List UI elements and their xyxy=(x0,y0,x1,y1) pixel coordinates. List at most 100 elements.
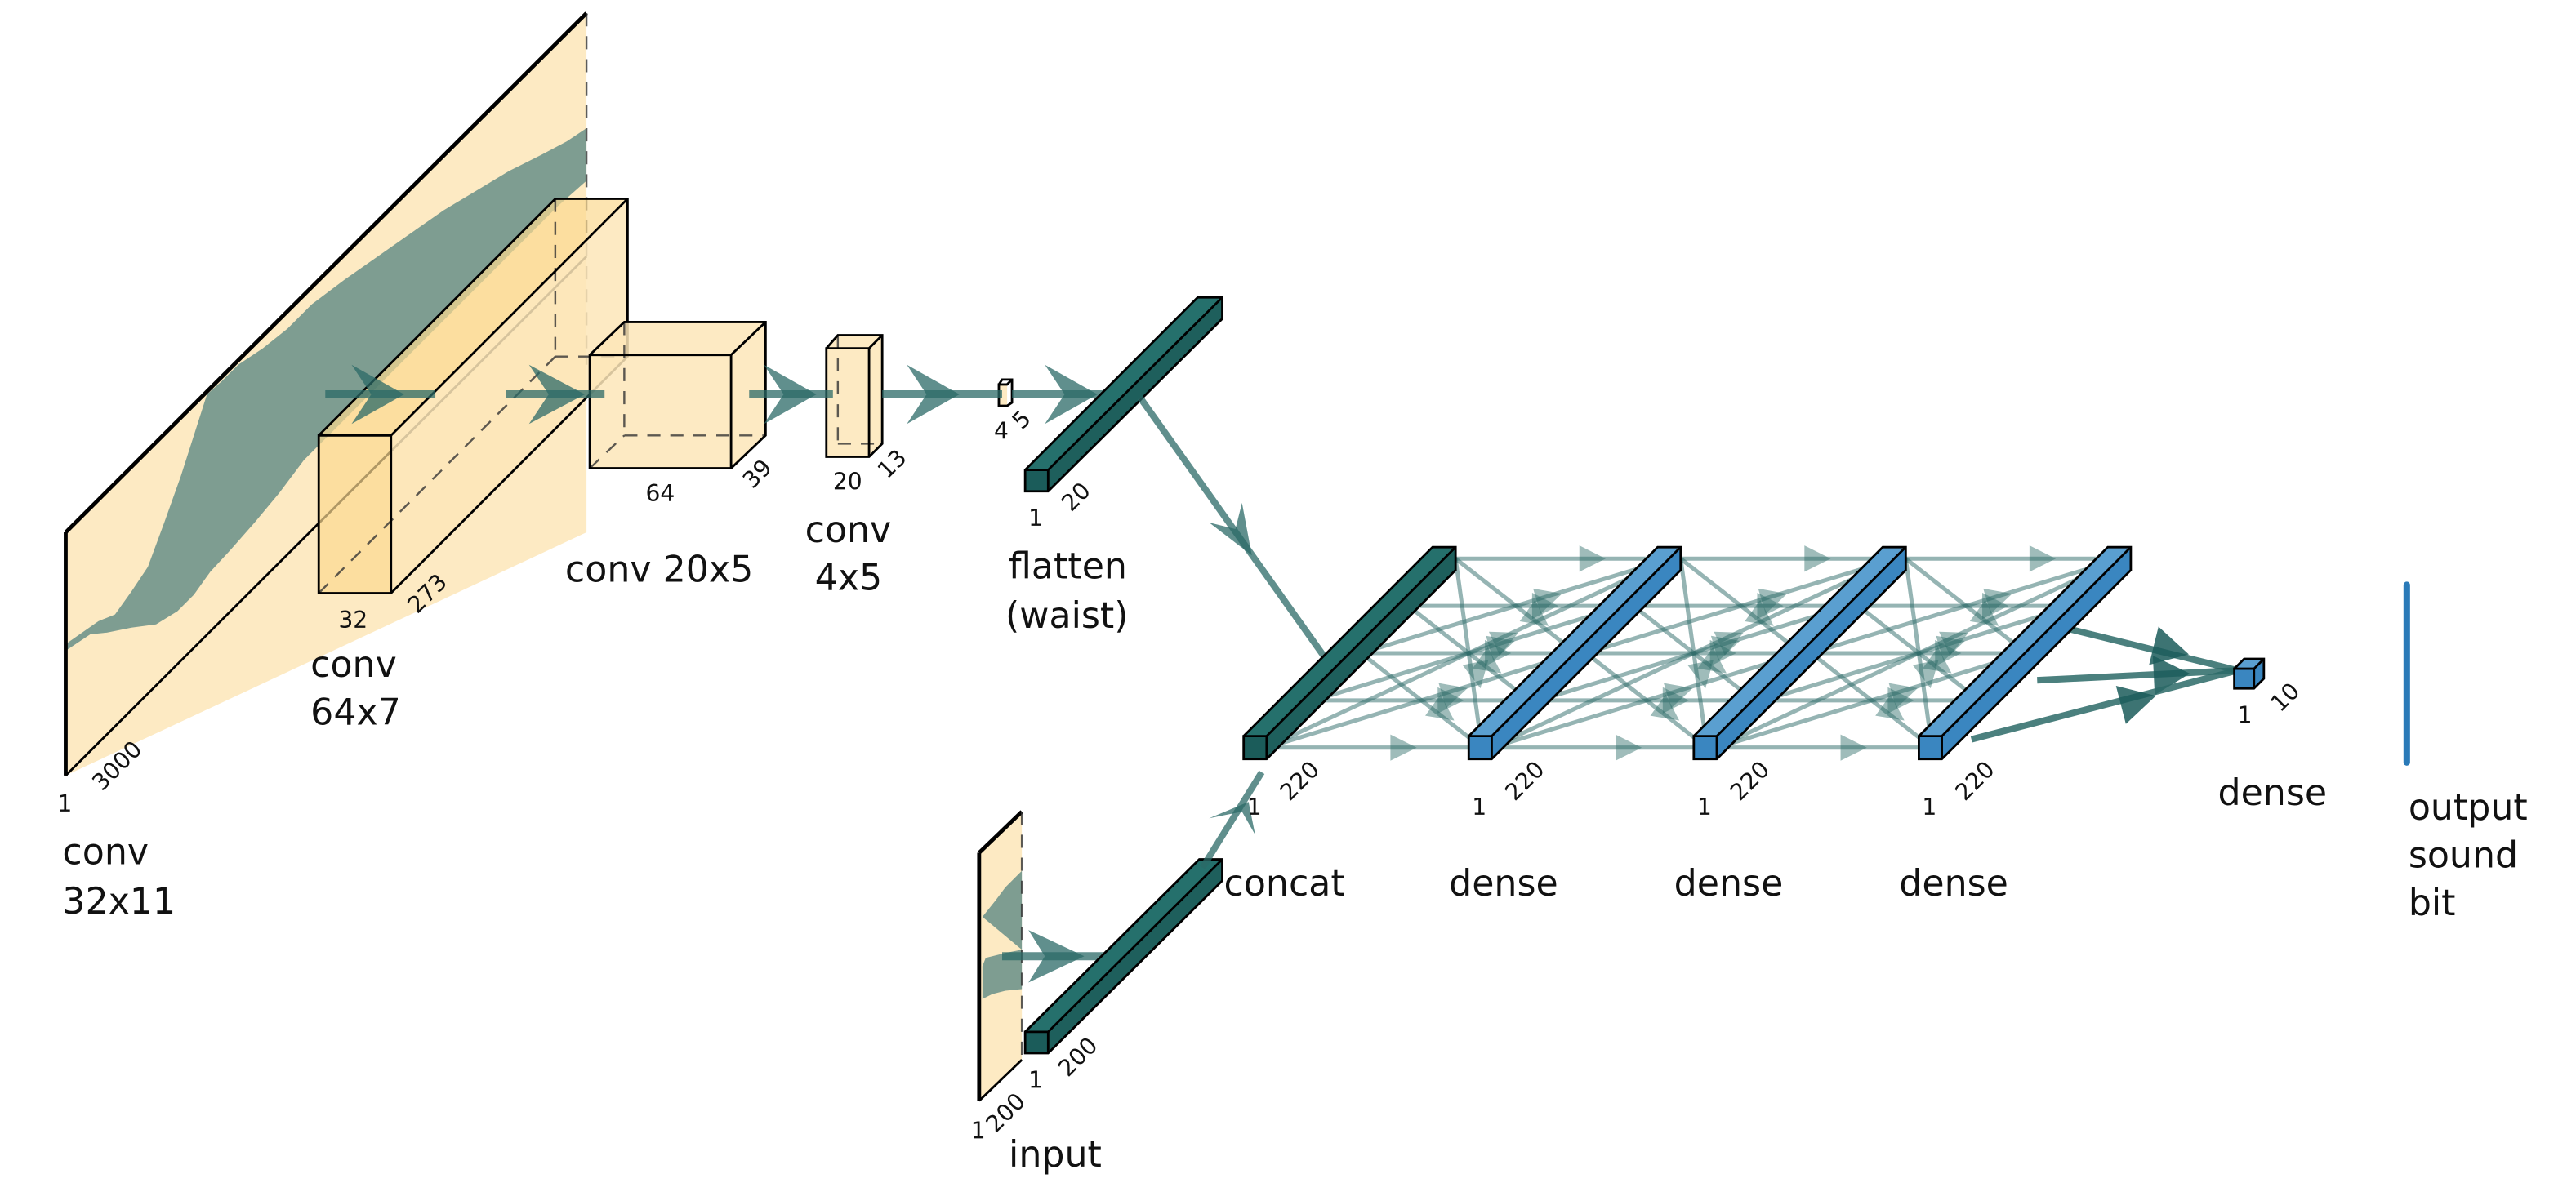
input-dim-2: 200 xyxy=(981,1087,1031,1137)
pool-box xyxy=(998,384,1008,407)
flatten-front xyxy=(1025,469,1049,491)
conv3-dim-2: 39 xyxy=(738,454,778,494)
connection-arrowhead xyxy=(1697,647,1727,674)
arrow-1-head xyxy=(351,364,404,425)
connection-arrowhead xyxy=(1485,639,1512,667)
arrow-input-to-vector xyxy=(1002,930,1104,983)
connection-line xyxy=(1678,558,1709,749)
output-connection-line xyxy=(1970,667,2239,743)
dense2-label: dense xyxy=(1674,863,1784,905)
input-vector-side xyxy=(1048,859,1223,1054)
conv4-front xyxy=(826,348,870,457)
connection-line xyxy=(1453,558,1484,749)
conv4-top xyxy=(826,335,883,349)
output-connection-line xyxy=(2037,667,2238,684)
output-bar xyxy=(2403,581,2410,766)
connection-line xyxy=(1584,651,1709,749)
arrow-3-head xyxy=(764,364,817,425)
connection-arrowhead xyxy=(1757,593,1784,620)
input-waveform xyxy=(982,870,1023,999)
dense2-front xyxy=(1693,736,1717,759)
dense4-dim-1: 1 xyxy=(2238,701,2253,728)
vector-concat-line xyxy=(1199,770,1265,869)
connection-arrowhead xyxy=(1709,639,1736,667)
conv3-top xyxy=(590,322,766,355)
connection-arrowhead xyxy=(1579,545,1606,572)
concat-label: concat xyxy=(1224,863,1345,905)
conv3-side xyxy=(731,322,766,469)
concat-dim-1: 1 xyxy=(1247,794,1262,821)
input-dim-1: 1 xyxy=(971,1118,986,1145)
conv2-top xyxy=(319,198,628,436)
dense3-dim-2: 220 xyxy=(1950,756,1999,806)
dense4-label: dense xyxy=(2217,772,2327,814)
conv2-dim-1: 32 xyxy=(338,607,368,634)
dense2-bar xyxy=(1692,545,1907,761)
dense1-dim-1: 1 xyxy=(1472,794,1486,821)
input-vector-top xyxy=(1025,859,1223,1032)
output-connection-arrowhead xyxy=(2152,656,2190,696)
dense-bars xyxy=(1242,545,2266,761)
conv2-front xyxy=(319,435,391,594)
dense3-dim-1: 1 xyxy=(1922,794,1936,821)
conv2-label-2: 64x7 xyxy=(310,692,401,734)
input-edge-bottom xyxy=(978,1059,1023,1102)
conv4-dim-1: 20 xyxy=(833,469,862,496)
connection-arrowhead xyxy=(1615,734,1642,761)
dense1-side xyxy=(1491,547,1681,759)
flatten-side xyxy=(1048,297,1223,491)
vector-concat-head xyxy=(1209,802,1255,835)
dense1-label: dense xyxy=(1449,863,1558,905)
dense3-top xyxy=(1919,547,2131,736)
conv4-label-2: 4x5 xyxy=(815,557,882,598)
layer-input: 1 200 input xyxy=(971,810,1102,1176)
output-connection-arrowhead xyxy=(2115,685,2156,724)
conv3-front xyxy=(590,354,732,469)
output-label-3: bit xyxy=(2409,883,2456,924)
conv1-dim-1: 1 xyxy=(57,790,72,817)
connection-arrowhead xyxy=(1425,694,1455,721)
input-edge-top xyxy=(978,810,1023,855)
arrow-2-head xyxy=(528,364,586,425)
connection-arrowhead xyxy=(2029,545,2057,572)
input-vector-head xyxy=(1028,930,1085,983)
concat-bar xyxy=(1242,545,1457,761)
connection-line xyxy=(1359,651,1483,749)
connection-arrowhead xyxy=(1650,694,1680,721)
dense4-cube xyxy=(2233,657,2266,690)
conv1-edge-top xyxy=(64,11,588,534)
dense1-bar xyxy=(1467,545,1682,761)
connection-line xyxy=(1903,558,1934,749)
connection-line xyxy=(1904,557,2028,655)
arrow-vector-to-concat xyxy=(1199,770,1265,869)
conv3-hidden-3 xyxy=(589,434,626,469)
flatten-concat-head xyxy=(1209,502,1252,556)
connection-arrowhead xyxy=(1887,687,1914,714)
dense2-side xyxy=(1716,547,1906,759)
dense1-top xyxy=(1468,547,1681,736)
input-vector-front xyxy=(1025,1031,1049,1054)
arrow-5-head xyxy=(1045,364,1098,425)
connection-arrowhead xyxy=(1804,545,1831,572)
dense2-top xyxy=(1693,547,1906,736)
dense1-front xyxy=(1468,736,1492,759)
layer-input-vector: 1 200 xyxy=(1023,858,1223,1093)
dense2-dim-1: 1 xyxy=(1697,794,1712,821)
connection-arrowhead xyxy=(1745,599,1774,626)
output-connection-arrowhead xyxy=(2149,626,2190,665)
connection-line xyxy=(1810,651,1934,749)
concat-dim-2: 220 xyxy=(1275,756,1325,806)
dense3-front xyxy=(1919,736,1942,759)
dense-connections xyxy=(1265,545,2239,761)
pool-edges xyxy=(997,378,1014,407)
conv4-dim-2: 13 xyxy=(872,444,912,484)
arrow-4-head xyxy=(907,364,960,425)
arrow-flatten-to-concat xyxy=(1137,395,1337,673)
pool-dim-1: 4 xyxy=(994,417,1009,444)
connection-arrowhead xyxy=(1912,660,1939,689)
layer-flatten: 1 20 flatten (waist) xyxy=(1005,296,1223,637)
connection-arrowhead xyxy=(1519,599,1549,626)
concat-front xyxy=(1243,736,1267,759)
connection-arrowhead xyxy=(1662,687,1690,714)
